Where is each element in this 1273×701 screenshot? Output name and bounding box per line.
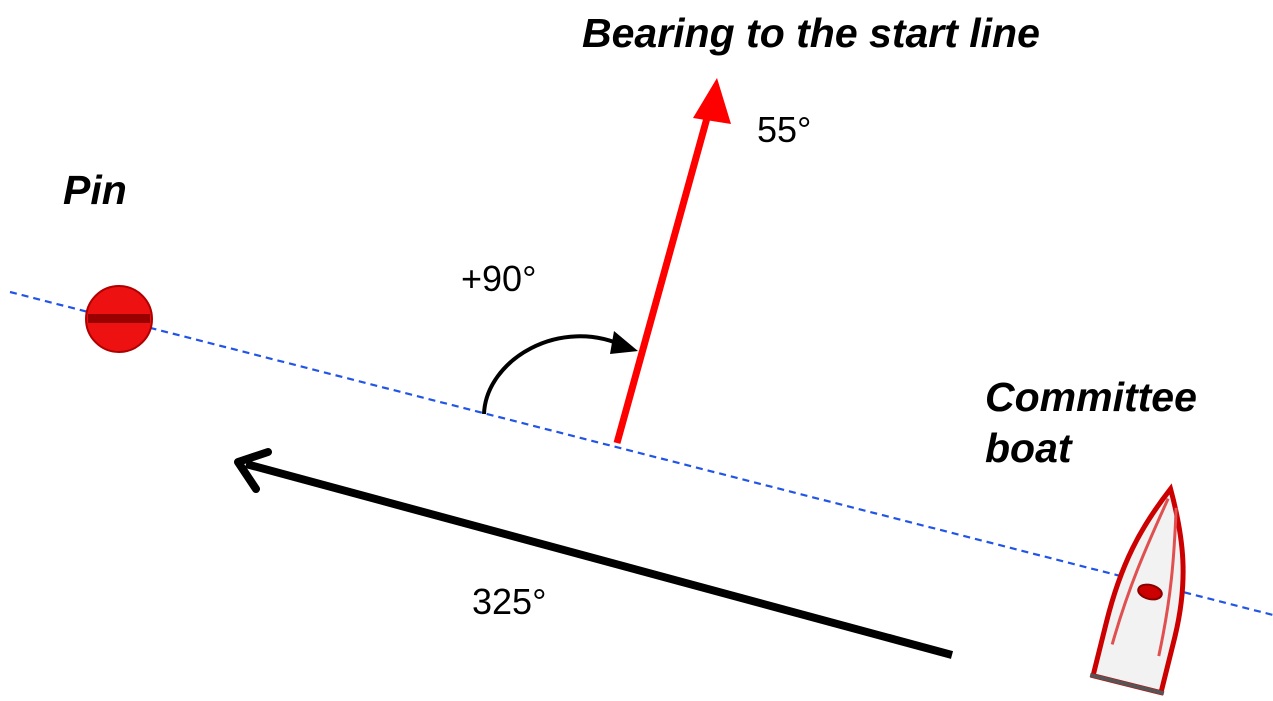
bearing-arrow-head: [693, 78, 731, 124]
line-bearing-arrow-head: [234, 448, 272, 493]
buoy-band: [88, 314, 150, 323]
committee-label-line1: Committee: [985, 374, 1197, 420]
line-bearing-value-label: 325°: [472, 581, 546, 622]
right-angle-arrow-head: [610, 331, 638, 354]
diagram-title: Bearing to the start line: [582, 10, 1040, 56]
start-line: [9, 290, 1273, 617]
bearing-arrow: [613, 78, 731, 444]
line-bearing-arrow: [234, 448, 954, 659]
committee-label-line2: boat: [985, 425, 1074, 471]
offset-value-label: +90°: [461, 258, 536, 299]
right-angle-arrow: [482, 331, 638, 415]
boat-hull-shading: [1110, 497, 1178, 657]
bearing-value-label: 55°: [757, 109, 811, 150]
committee-boat: [1089, 483, 1186, 696]
boat-transom: [1089, 673, 1165, 696]
bearing-arrow-shaft: [613, 117, 711, 444]
line-bearing-arrow-shaft: [244, 460, 954, 659]
pin-label: Pin: [63, 167, 127, 213]
right-angle-arc: [482, 334, 627, 415]
pin-mark: [85, 285, 153, 353]
boat-cabin: [1137, 583, 1163, 601]
